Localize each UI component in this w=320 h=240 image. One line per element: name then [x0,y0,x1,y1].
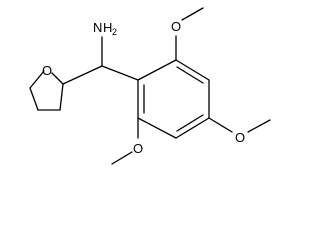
amine-h-symbol: H [103,20,112,35]
benzene-ring [137,59,210,139]
methoxy-top-oxygen-label: O [171,19,181,34]
bond-omethoxy-top-ch3 [181,7,204,21]
bond-c5-c4 [29,87,39,111]
bond-c2-c3 [175,59,210,81]
double-bond-c4-c5 [176,114,204,132]
bond-o-c5 [29,70,45,89]
ring-oxygen-label: O [42,63,52,78]
bond-c2-ch [62,65,103,85]
bond-omethoxy-right-ch3 [247,119,271,133]
amine-n-symbol: N [93,20,102,35]
bond-c5-c6 [137,117,177,139]
bond-c4-c5 [175,117,210,139]
amine-h-count: 2 [112,27,117,37]
tetrahydrofuran-ring [29,70,64,111]
bond-omethoxy-bottom-ch3 [111,151,133,165]
molecule-structure-canvas: N H 2 O O O O [29,7,271,165]
double-bond-c2-c3 [176,66,204,84]
bond-c2-o [51,72,64,85]
molecule-diagram: N H 2 O O O O [29,7,271,165]
methoxy-right-oxygen-label: O [235,130,245,145]
methoxy-bottom-oxygen-label: O [133,141,143,156]
bond-c3-c2 [59,83,64,111]
bond-c1-c2 [137,59,177,81]
amine-label: N H 2 [93,20,117,37]
bond-ch-aryl [101,65,139,81]
bond-c4-omethoxy-right [208,117,233,133]
